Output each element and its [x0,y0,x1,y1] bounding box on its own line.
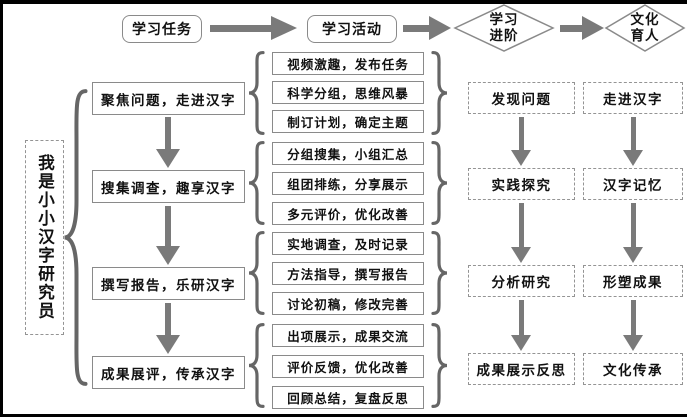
open-brace-icon [246,140,266,226]
arrow-down-icon [156,206,180,265]
progression-box-2: 实践探究 [468,168,575,200]
header-node-learning-progression: 学习 进阶 [453,4,555,52]
activity-box: 分组搜集，小组汇总 [272,142,424,165]
arrow-down-icon [623,117,643,166]
culture-box-3: 形塑成果 [583,265,683,297]
activity-box: 回顾总结，复盘反思 [272,386,424,409]
close-brace-icon [430,230,450,316]
arrow-down-icon [156,117,180,168]
arrow-down-icon [623,203,643,263]
close-brace-icon [430,50,450,136]
frame-border-left [0,0,3,417]
header-node-learning-activities: 学习活动 [307,15,397,43]
open-brace-icon [246,322,266,409]
activity-box: 视频激趣，发布任务 [272,52,424,75]
arrow-down-icon [623,300,643,351]
arrow-down-icon [156,303,180,354]
header-node-learning-tasks: 学习任务 [122,15,202,43]
diamond-label-line: 育人 [630,28,660,43]
arrow-down-icon [511,117,531,166]
progression-box-1: 发现问题 [468,82,575,114]
activity-box: 多元评价，优化改善 [272,202,424,225]
progression-box-3: 分析研究 [468,265,575,297]
activity-box: 实地调查，及时记录 [272,232,424,255]
progression-box-4: 成果展示反思 [468,353,575,385]
activity-box: 出项展示，成果交流 [272,324,424,347]
stage-box-4: 成果展评，传承汉字 [92,356,245,389]
frame-border-bottom [0,414,687,417]
activity-box: 方法指导，撰写报告 [272,262,424,285]
activity-box: 讨论初稿，修改完善 [272,292,424,315]
close-brace-icon [430,322,450,409]
arrow-right-icon [560,16,604,40]
arrow-right-icon [403,16,451,40]
arrow-down-icon [511,203,531,263]
stage-box-1: 聚焦问题，走进汉字 [92,82,245,115]
stage-box-3: 撰写报告，乐研汉字 [92,267,245,300]
frame-border-top [0,0,687,4]
activity-box: 制订计划，确定主题 [272,110,424,133]
left-big-brace-icon [60,85,90,390]
activity-box: 评价反馈，优化改善 [272,355,424,378]
arrow-down-icon [511,300,531,351]
activity-box: 科学分组，思维风暴 [272,81,424,104]
diamond-label-line: 学习 [489,12,519,27]
activity-box: 组团排练，分享展示 [272,172,424,195]
open-brace-icon [246,230,266,316]
header-node-culture-education: 文化 育人 [604,4,686,52]
project-title-vertical-label: 我是小小汉字研究员 [25,140,64,335]
culture-box-1: 走进汉字 [583,82,683,114]
close-brace-icon [430,140,450,226]
culture-box-2: 汉字记忆 [583,168,683,200]
culture-box-4: 文化传承 [583,353,683,385]
diamond-label-line: 进阶 [489,28,519,43]
arrow-right-icon [210,16,297,40]
open-brace-icon [246,50,266,136]
diamond-label-line: 文化 [630,12,660,27]
stage-box-2: 搜集调查，趣享汉字 [92,170,245,203]
